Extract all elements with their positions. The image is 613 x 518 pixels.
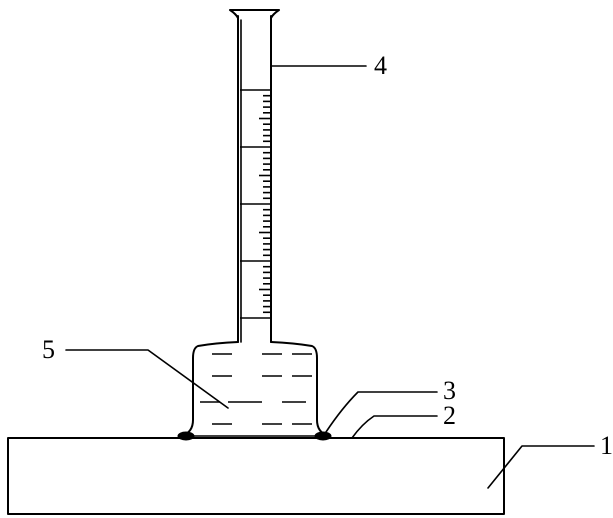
leader-2 xyxy=(351,415,438,439)
base-block xyxy=(7,437,505,515)
liquid-container xyxy=(181,341,329,437)
leader-lines xyxy=(65,65,595,489)
container-walls xyxy=(181,341,329,437)
graduated-tube xyxy=(229,9,280,343)
label-1: 1 xyxy=(600,431,613,460)
leader-3 xyxy=(325,391,438,433)
leader-1 xyxy=(487,445,595,489)
sealant-left xyxy=(177,431,195,441)
label-4: 4 xyxy=(374,51,387,80)
label-5: 5 xyxy=(42,335,55,364)
leader-5 xyxy=(65,349,229,409)
liquid-body xyxy=(200,353,312,425)
label-3: 3 xyxy=(443,376,456,405)
sealant-right xyxy=(314,431,332,441)
tube-graduations xyxy=(240,89,270,319)
label-2: 2 xyxy=(443,401,456,430)
